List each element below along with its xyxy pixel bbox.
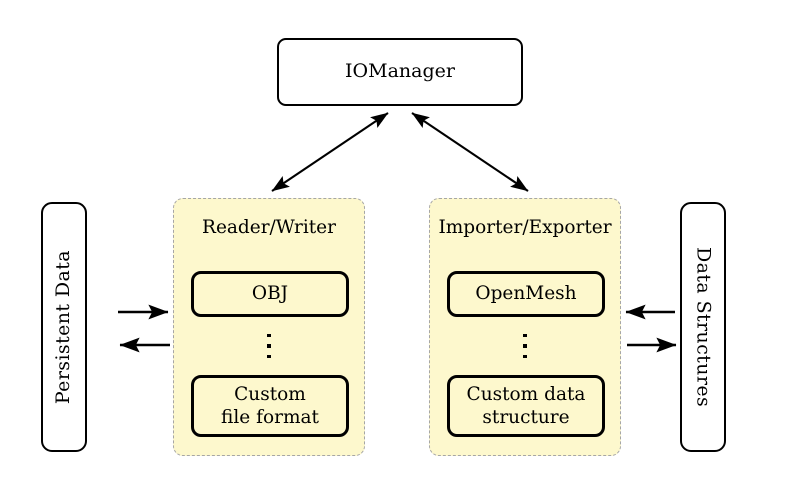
group-importer-exporter[interactable]: Importer/Exporter OpenMesh Custom data s… — [429, 198, 621, 456]
item-custom-data-structure-label: Custom data structure — [466, 383, 586, 428]
item-obj[interactable]: OBJ — [191, 271, 349, 317]
node-data-structures[interactable]: Data Structures — [680, 202, 726, 452]
group-importer-exporter-title: Importer/Exporter — [438, 217, 612, 238]
node-persistent-data-label: Persistent Data — [52, 249, 75, 405]
ellipsis-dot — [523, 334, 527, 338]
item-custom-file-format-label: Custom file format — [221, 383, 319, 428]
ellipsis-dot — [523, 344, 527, 348]
ellipsis-dot — [267, 334, 271, 338]
item-custom-data-structure[interactable]: Custom data structure — [447, 375, 605, 437]
node-iomanager-label: IOManager — [345, 60, 455, 83]
edge-manager-importerexporter — [411, 112, 529, 192]
ellipsis-dot — [267, 354, 271, 359]
item-openmesh[interactable]: OpenMesh — [447, 271, 605, 317]
ellipsis-reader-writer — [174, 327, 364, 359]
group-reader-writer-title: Reader/Writer — [202, 217, 336, 238]
node-persistent-data[interactable]: Persistent Data — [41, 202, 87, 452]
item-openmesh-label: OpenMesh — [475, 283, 577, 305]
node-iomanager[interactable]: IOManager — [277, 38, 523, 106]
node-data-structures-label: Data Structures — [692, 246, 715, 408]
ellipsis-dot — [523, 354, 527, 359]
item-custom-file-format[interactable]: Custom file format — [191, 375, 349, 437]
edge-manager-readerwriter — [271, 112, 389, 192]
ellipsis-dot — [267, 344, 271, 348]
ellipsis-importer-exporter — [430, 327, 620, 359]
item-obj-label: OBJ — [251, 283, 289, 305]
group-reader-writer[interactable]: Reader/Writer OBJ Custom file format — [173, 198, 365, 456]
